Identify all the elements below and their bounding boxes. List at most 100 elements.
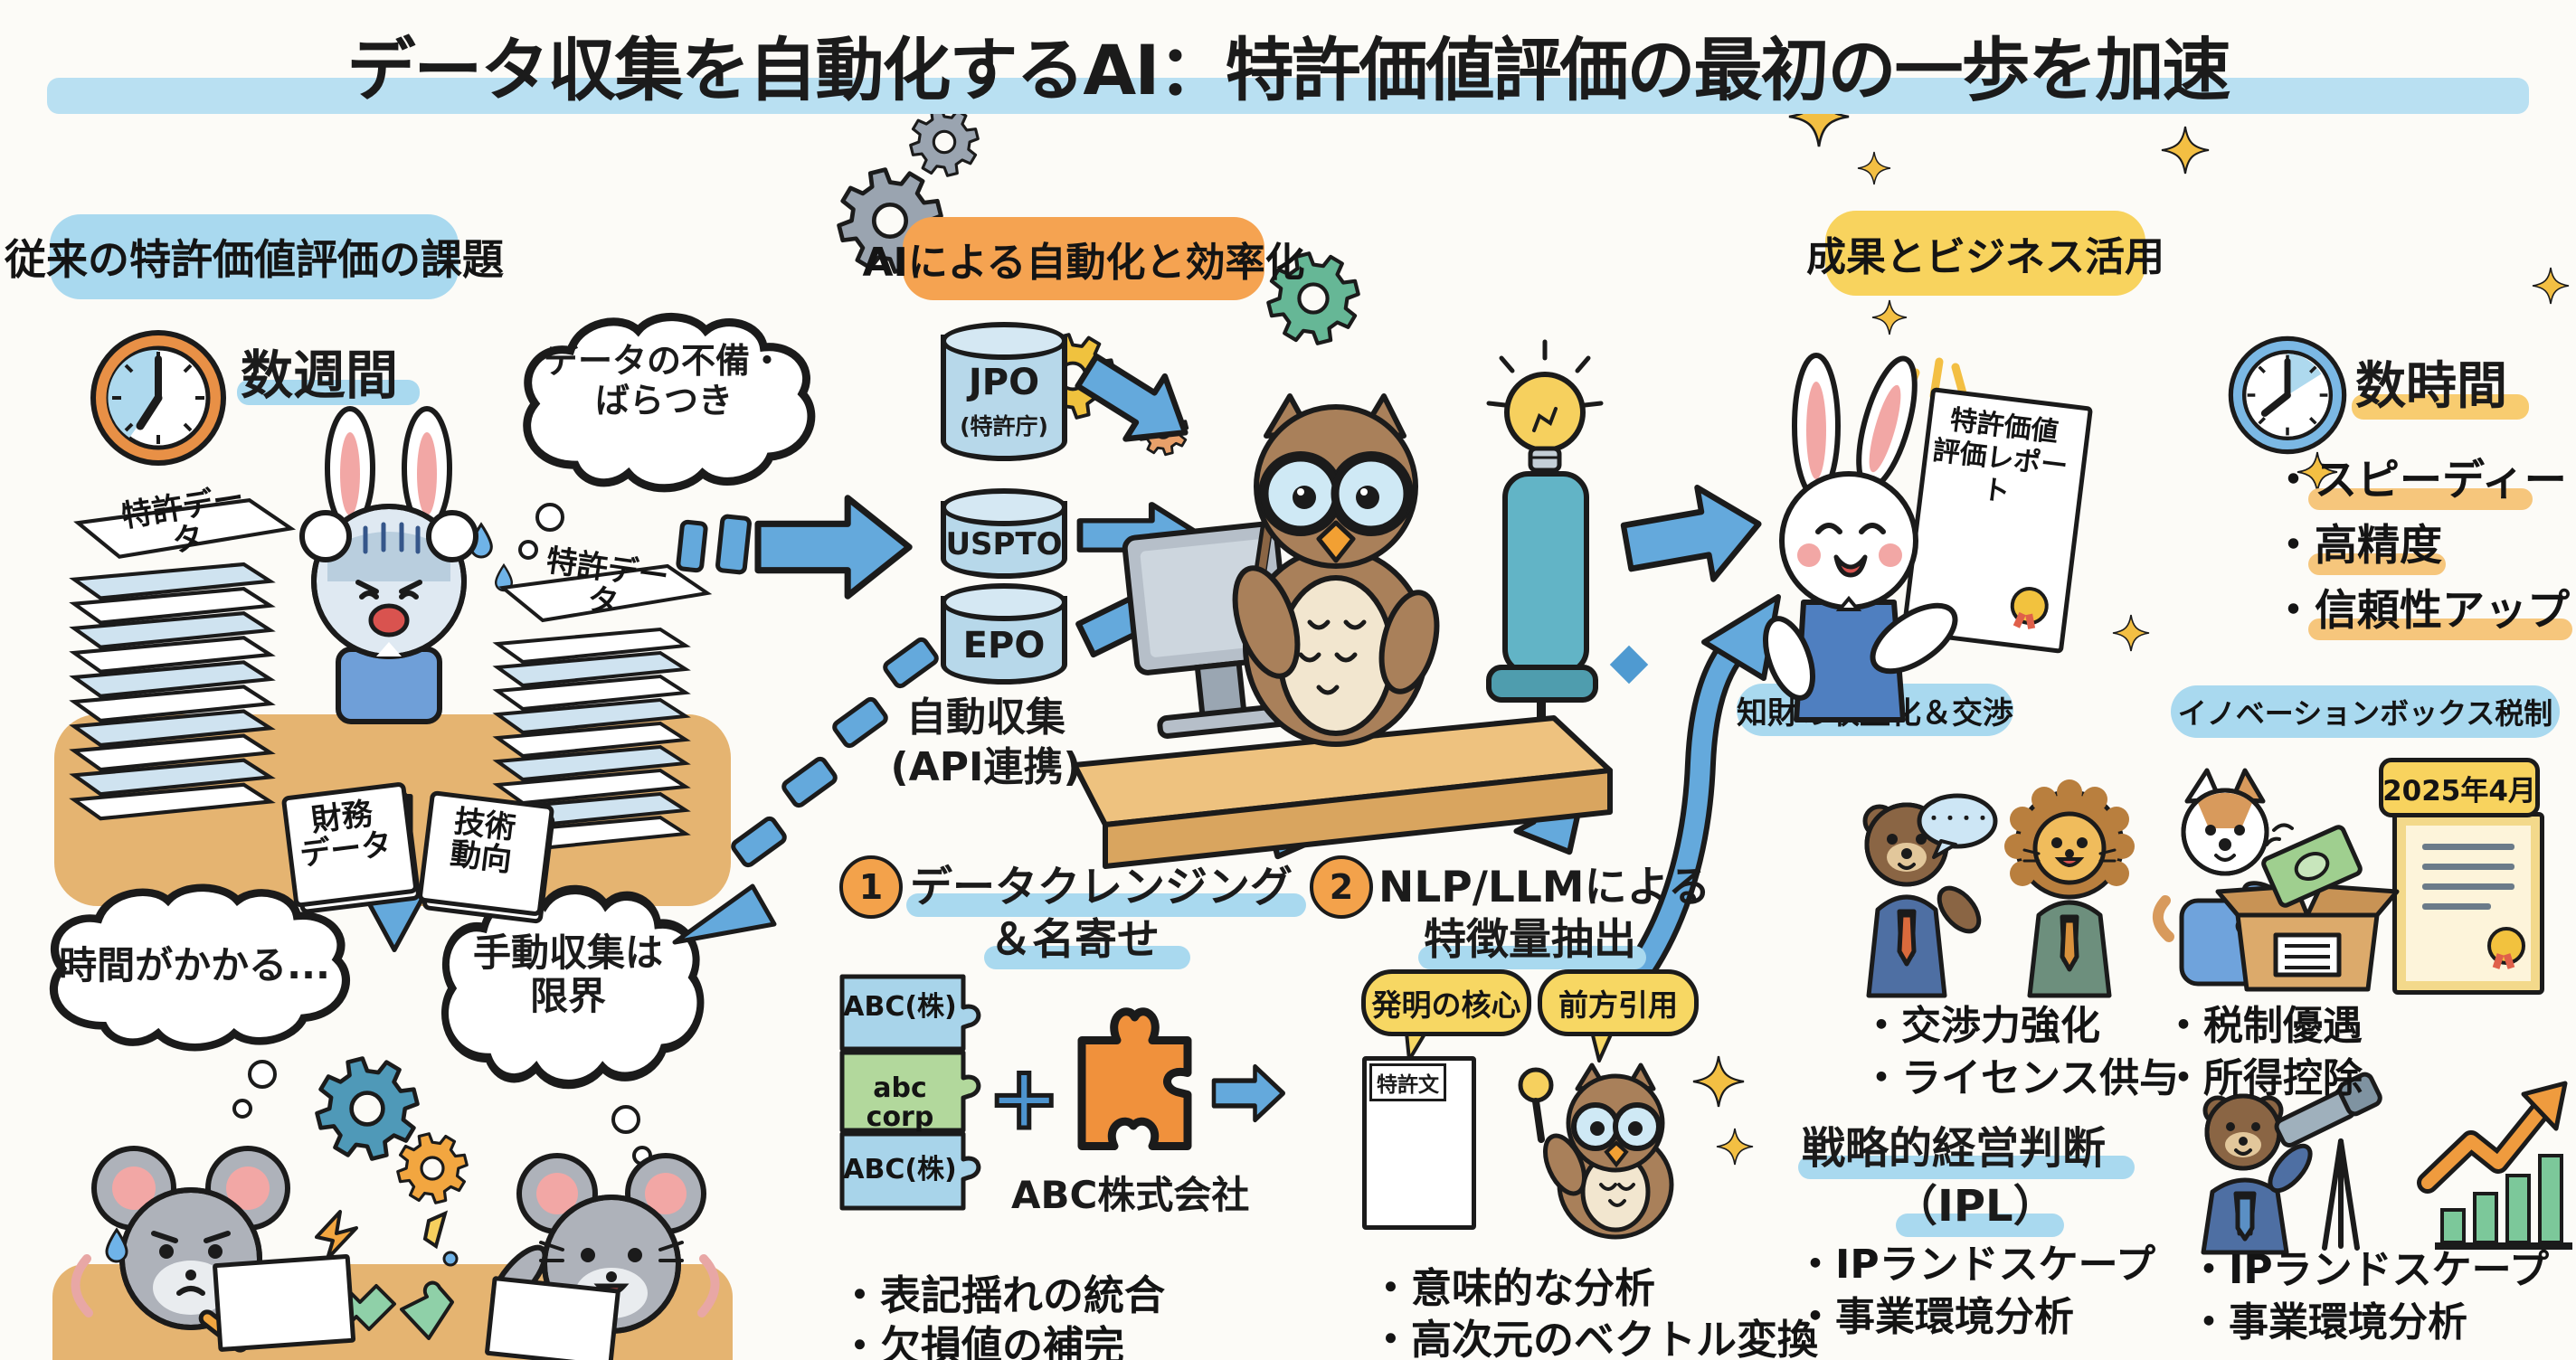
step2-title-line1: NLP/LLMによる [1378,863,1711,912]
patent-doc: 特許文 [1362,1056,1476,1230]
thought-data-issue-line2: ばらつき [594,380,733,420]
trend-arrow-up [2417,1081,2568,1194]
sparkle-icon [1871,299,1908,335]
page-title: データ収集を自動化するAI：特許価値評価の最初の一歩を加速 [346,30,2230,110]
doc-tech: 技術 動向 [417,789,557,925]
hours-label: 数時間 [2355,357,2507,416]
puzzle-label-2: abc corp [866,1072,934,1133]
bar-chart [2435,1154,2572,1250]
merged-company-label: ABC株式会社 [1011,1173,1250,1217]
auto-collect-label: 自動収集 (API連携) [890,694,1082,790]
stressed-rabbit [299,406,478,724]
weeks-underline [237,380,420,405]
tax-sign-2025: 2025年4月 [2379,758,2540,817]
tax-bullet-2: ・所得控除 [2164,1055,2363,1101]
strategy-bullet-1: ・IPランドスケープ [1795,1242,2155,1288]
bear-lion-negotiation [1862,779,2135,998]
step2-number: 2 [1310,855,1373,919]
plus-sign: + [985,1045,1062,1151]
header-innovation-box: イノベーションボックス税制 [2171,685,2560,738]
benefit-speedy: ・スピーディー [2272,456,2567,505]
puzzle-label-1: ABC(株) [843,991,957,1023]
happy-rabbit [1763,353,1958,722]
step2-bullet-2: ・高次元のベクトル変換 [1370,1316,1819,1360]
sparkle-icon [1716,1128,1754,1166]
money-bill [2261,823,2363,908]
strategy-header-line1: 戦略的経営判断 [1802,1123,2107,1174]
sparkle-icon [2160,125,2211,175]
tax-certificate [2392,812,2544,995]
strategy-bullet-2: ・事業環境分析 [1795,1294,2074,1340]
sparkle-icon [1857,151,1891,185]
landscape-bullet-1: ・IPランドスケープ [2189,1247,2549,1293]
thought-trail [232,1060,277,1119]
thought-manual-line1: 手動収集は [472,930,663,975]
tax-bullet-1: ・税制優遇 [2164,1003,2363,1049]
patent-doc-label: 特許文 [1369,1063,1446,1101]
monetize-bullet-1: ・交渉力強化 [1861,1003,2100,1049]
sparkle-icon [2532,267,2570,305]
arrow-step1-step2 [1214,1065,1284,1121]
chair [1486,471,1598,751]
owl-analyst [1232,393,1440,747]
doc-finance: 財務 データ [280,781,421,915]
lightbulb-icon [1486,339,1604,473]
clock-hours-icon [2228,335,2347,455]
title-underline [47,78,2529,114]
gear-icon [909,107,980,177]
gear-icon [1266,251,1360,345]
benefit-reliability: ・信頼性アップ [2272,586,2570,636]
paper-stack-right: 特許データ [496,541,715,859]
step1-number: 1 [839,855,903,919]
benefit-accuracy: ・高精度 [2272,521,2442,571]
gear-icon [315,1056,420,1161]
owl-mini [1518,1062,1674,1240]
db-epo: EPO [941,583,1067,685]
header-business-results: 成果とビジネス活用 [1806,211,2164,296]
sparkle-icon [1691,1054,1746,1109]
arrow-owl-rabbit [1619,476,1769,595]
arrow-dashed-diagonal [672,637,939,945]
thought-bubble-data-issue: データの不備・ ばらつき [503,307,825,506]
paper-stack-left: 特許データ [74,480,300,823]
blue-diamond [1609,645,1649,685]
cardboard-box [2215,883,2400,992]
puzzle-label-3: ABC(株) [843,1154,957,1185]
monetize-bullet-2: ・ライセンス供与 [1861,1055,2180,1101]
header-traditional-challenges: 従来の特許価値評価の課題 [5,214,504,299]
arrow-right-entry [758,496,912,599]
step1-title-line1: データクレンジング [910,863,1293,912]
mouse-happy [490,1153,720,1334]
weeks-label: 数週間 [241,345,399,406]
gear-icon [396,1132,469,1204]
thought-bubble-slow: 時間がかかる... [29,879,360,1064]
thought-manual-line2: 限界 [529,974,606,1019]
step2-bullet-1: ・意味的な分析 [1370,1264,1656,1312]
strategy-header-line2: （IPL） [1894,1181,2057,1232]
thought-slow-text: 時間がかかる... [59,943,330,987]
desk-owl [1072,715,1613,869]
clock-weeks-icon [90,330,226,466]
dash-marks [676,514,752,575]
step1-title-line2: ＆名寄せ [990,915,1160,965]
puzzle-stack: ABC(株) abc corp ABC(株) [837,969,990,1215]
notepad [212,1253,356,1353]
speech-bubble-dots: ・・・・ [1916,792,1999,859]
step1-bullet-2: ・欠損値の補完 [839,1322,1125,1360]
thought-trail [518,503,564,560]
paper-sheet [484,1275,621,1360]
puzzle-piece-merged [1077,1007,1192,1150]
tag-forward-citation: 前方引用 [1538,969,1699,1036]
db-jpo: JPO (特許庁) [941,322,1067,461]
laptop [1122,521,1299,739]
step2-title-line2: 特徴量抽出 [1424,915,1636,965]
landscape-bullet-2: ・事業環境分析 [2189,1299,2467,1346]
bear-telescope [2201,1072,2382,1255]
header-ai-automation: AIによる自動化と効率化 [862,217,1305,300]
db-uspto: USPTO [941,488,1067,579]
sparkle-icon [2112,614,2150,652]
thought-data-issue-line1: データの不備・ [543,341,784,381]
thought-bubble-manual: 手動収集は 限界 [423,879,713,1105]
step1-bullet-1: ・表記揺れの統合 [839,1271,1166,1319]
